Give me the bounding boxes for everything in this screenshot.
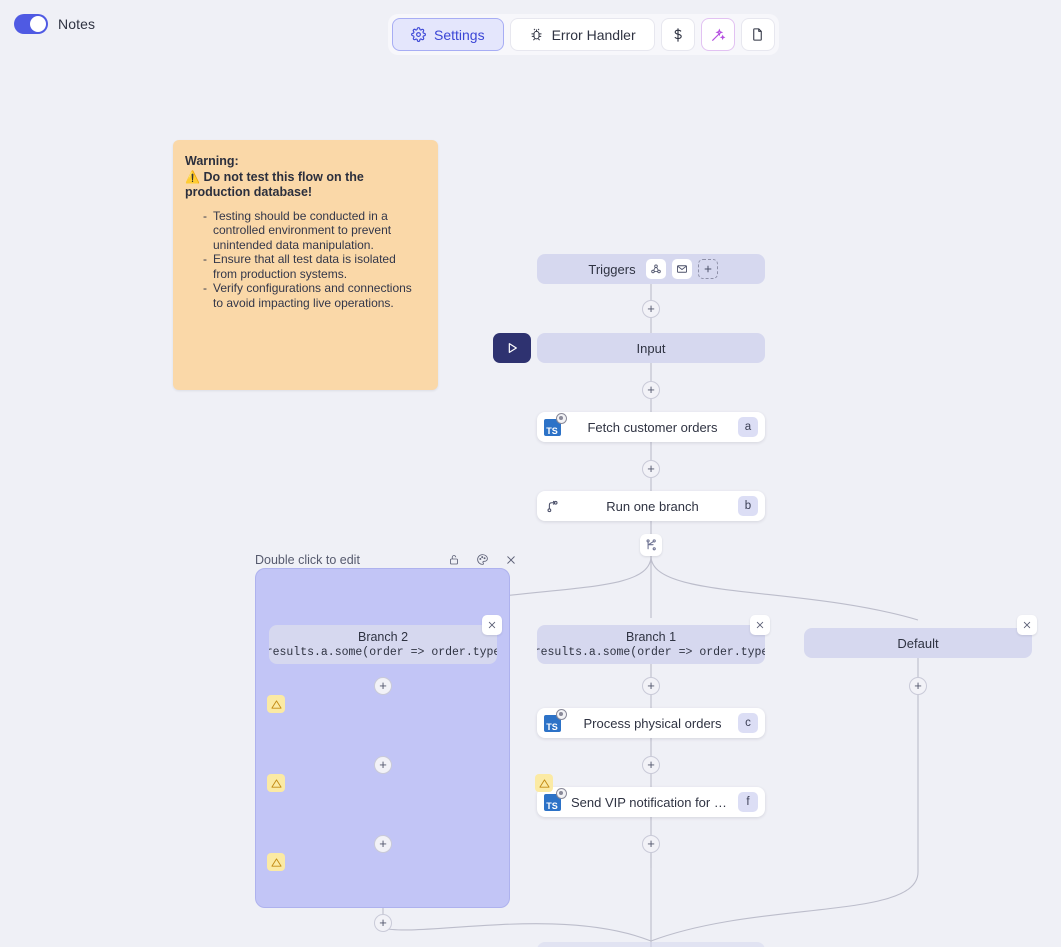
warning-note-heading-line1: Warning: bbox=[185, 154, 239, 168]
node-label: Process physical orders bbox=[583, 715, 722, 731]
warning-note[interactable]: Warning: ⚠️ Do not test this flow on the… bbox=[173, 140, 438, 390]
dollar-icon bbox=[670, 27, 686, 43]
warning-badge-icon[interactable] bbox=[267, 774, 285, 792]
list-item: Verify configurations and connections to… bbox=[203, 281, 422, 310]
palette-icon[interactable] bbox=[476, 553, 489, 566]
warning-note-heading: Warning: ⚠️ Do not test this flow on the… bbox=[185, 154, 422, 201]
node-badge: a bbox=[738, 417, 758, 437]
gear-badge-icon bbox=[555, 412, 567, 424]
branch-condition: results.a.some(order => order.type bbox=[269, 645, 497, 659]
node-badge: f bbox=[738, 792, 758, 812]
add-step-button[interactable]: + bbox=[642, 756, 660, 774]
add-step-button[interactable]: + bbox=[642, 460, 660, 478]
branch-node-default[interactable]: Default bbox=[804, 628, 1032, 658]
email-icon[interactable] bbox=[671, 259, 692, 279]
node-badge: b bbox=[738, 496, 758, 516]
remove-branch-button[interactable] bbox=[482, 615, 502, 635]
branch-node-branch-2[interactable]: Branch 2 results.a.some(order => order.t… bbox=[269, 625, 497, 664]
list-item: Testing should be conducted in a control… bbox=[203, 209, 422, 253]
node-fetch-customer-orders[interactable]: TS Fetch customer orders a bbox=[537, 412, 765, 442]
remove-branch-button[interactable] bbox=[750, 615, 770, 635]
add-trigger-icon[interactable] bbox=[697, 259, 718, 279]
group-frame-process-digital-orders[interactable] bbox=[255, 568, 510, 908]
document-button[interactable] bbox=[740, 18, 775, 51]
triggers-node-label: Triggers bbox=[588, 261, 636, 277]
add-step-button[interactable]: + bbox=[374, 756, 392, 774]
warning-badge-icon[interactable] bbox=[267, 695, 285, 713]
toolbar-button-group: Settings Error Handler bbox=[388, 14, 779, 55]
node-label: Fetch customer orders bbox=[587, 419, 718, 435]
add-step-button[interactable]: + bbox=[374, 835, 392, 853]
magic-wand-icon bbox=[710, 27, 726, 43]
add-step-button[interactable]: + bbox=[374, 914, 392, 932]
group-title: Double click to edit bbox=[255, 553, 360, 567]
node-send-vip-notification-physical[interactable]: TS Send VIP notification for physical...… bbox=[537, 787, 765, 817]
notes-toggle-group: Notes bbox=[14, 14, 95, 34]
settings-button[interactable]: Settings bbox=[392, 18, 504, 51]
add-step-button[interactable]: + bbox=[642, 300, 660, 318]
group-tools bbox=[448, 553, 517, 566]
settings-button-label: Settings bbox=[434, 26, 485, 43]
magic-wand-button[interactable] bbox=[700, 18, 735, 51]
typescript-icon: TS bbox=[537, 708, 567, 732]
notes-toggle[interactable] bbox=[14, 14, 48, 34]
add-step-button[interactable]: + bbox=[909, 677, 927, 695]
warning-badge-icon[interactable] bbox=[535, 774, 553, 792]
warning-emoji-icon: ⚠️ bbox=[185, 169, 200, 184]
branch-node-branch-1[interactable]: Branch 1 results.a.some(order => order.t… bbox=[537, 625, 765, 664]
run-flow-button[interactable] bbox=[493, 333, 531, 363]
lock-icon[interactable] bbox=[448, 553, 460, 566]
webhook-icon[interactable] bbox=[645, 259, 666, 279]
bug-icon bbox=[529, 27, 544, 42]
gear-badge-icon bbox=[555, 787, 567, 799]
branch-title: Default bbox=[897, 635, 939, 651]
notes-toggle-label: Notes bbox=[58, 16, 96, 32]
node-run-one-branch[interactable]: Run one branch b bbox=[537, 491, 765, 521]
input-node[interactable]: Input bbox=[537, 333, 765, 363]
add-step-button[interactable]: + bbox=[642, 381, 660, 399]
document-icon bbox=[750, 27, 765, 42]
cost-button[interactable] bbox=[660, 18, 695, 51]
branch-split-icon[interactable] bbox=[640, 534, 662, 556]
error-handler-button[interactable]: Error Handler bbox=[509, 18, 655, 51]
list-item: Ensure that all test data is isolated fr… bbox=[203, 252, 422, 281]
add-step-button[interactable]: + bbox=[642, 677, 660, 695]
close-icon[interactable] bbox=[505, 554, 517, 566]
bottom-node-partial[interactable] bbox=[537, 942, 765, 947]
remove-branch-button[interactable] bbox=[1017, 615, 1037, 635]
error-handler-button-label: Error Handler bbox=[551, 26, 636, 43]
branch-icon bbox=[537, 499, 567, 514]
notes-toggle-knob bbox=[30, 16, 46, 32]
warning-note-heading-line2: Do not test this flow on the production … bbox=[185, 169, 364, 200]
branch-condition: results.a.some(order => order.type bbox=[537, 645, 765, 659]
gear-icon bbox=[411, 27, 426, 42]
typescript-icon: TS bbox=[537, 787, 567, 811]
top-toolbar: Notes Settings Err bbox=[0, 0, 1061, 58]
add-step-button[interactable]: + bbox=[374, 677, 392, 695]
typescript-icon: TS bbox=[537, 412, 567, 436]
play-icon bbox=[508, 343, 517, 353]
warning-note-list: Testing should be conducted in a control… bbox=[185, 209, 422, 311]
node-label: Run one branch bbox=[606, 498, 699, 514]
input-node-label: Input bbox=[636, 340, 666, 356]
branch-title: Branch 2 bbox=[357, 629, 409, 644]
warning-badge-icon[interactable] bbox=[267, 853, 285, 871]
branch-title: Branch 1 bbox=[625, 629, 677, 644]
node-badge: c bbox=[738, 713, 758, 733]
node-label: Send VIP notification for physical... bbox=[571, 794, 738, 810]
node-process-physical-orders[interactable]: TS Process physical orders c bbox=[537, 708, 765, 738]
gear-badge-icon bbox=[555, 708, 567, 720]
add-step-button[interactable]: + bbox=[642, 835, 660, 853]
triggers-node[interactable]: Triggers bbox=[537, 254, 765, 284]
